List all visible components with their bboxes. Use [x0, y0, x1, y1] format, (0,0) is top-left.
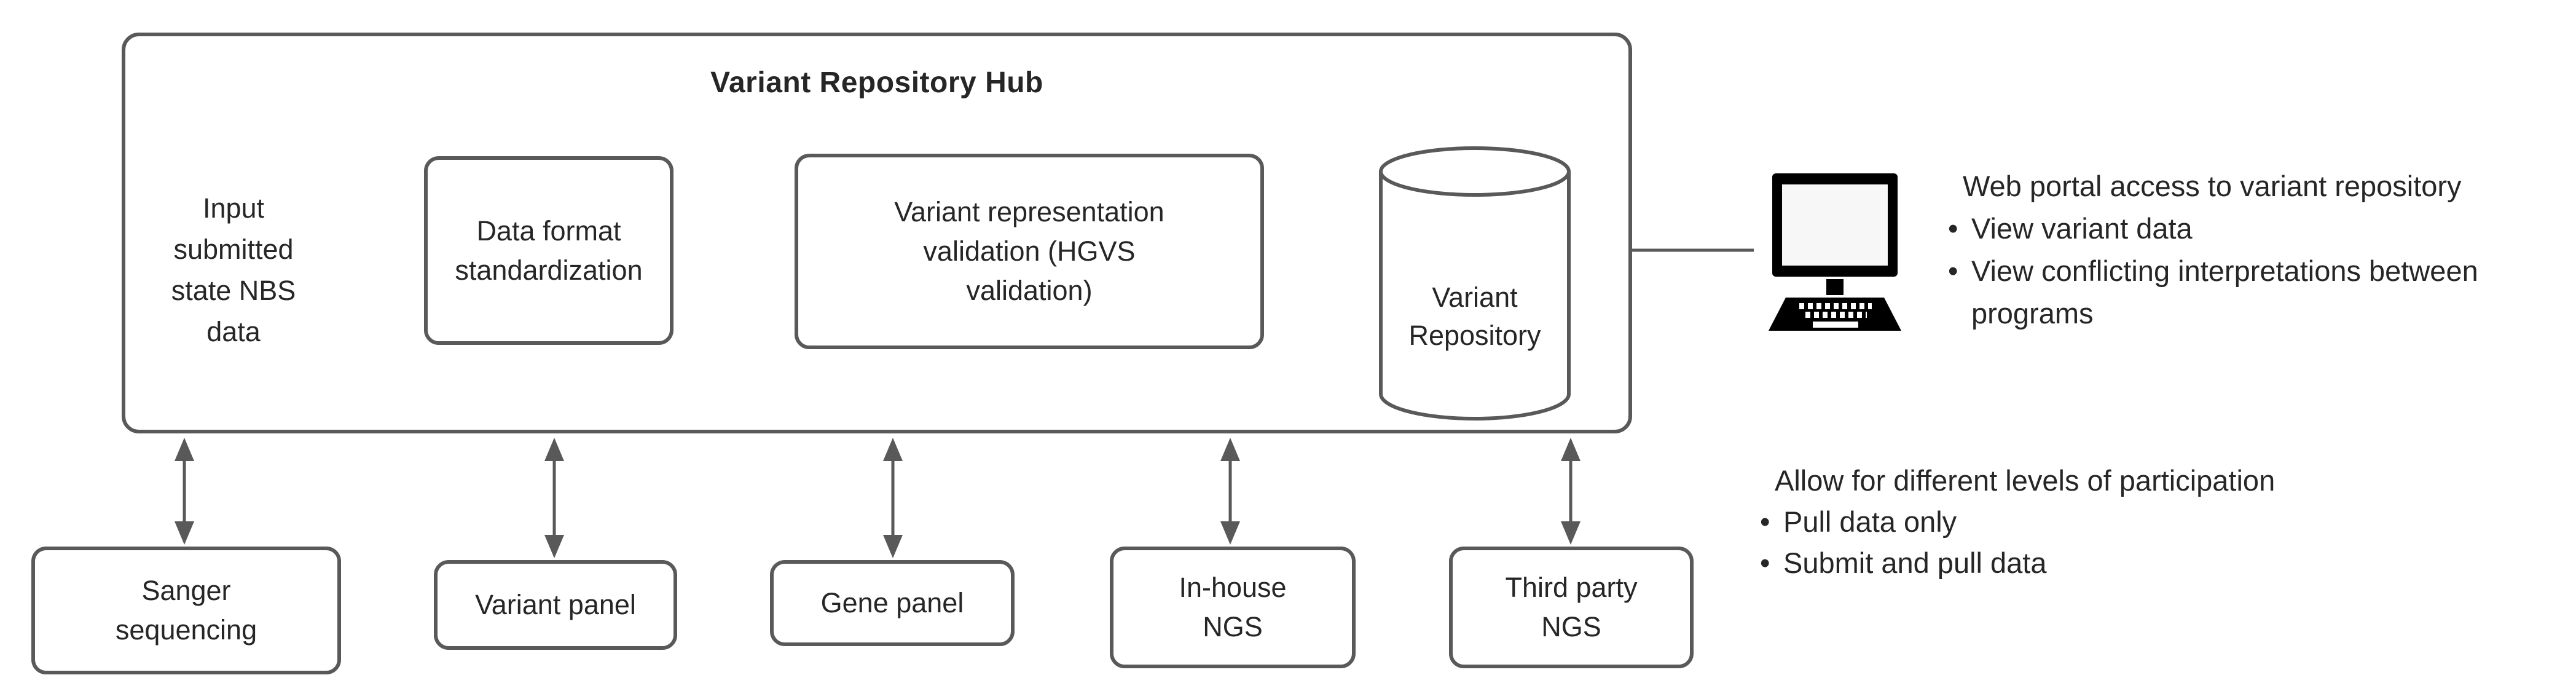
arrowhead-up-icon [175, 438, 194, 461]
web-portal-title: Web portal access to variant repository [1963, 170, 2462, 202]
arrowhead-down-icon [544, 535, 564, 558]
arrowhead-up-icon [1561, 438, 1581, 461]
variant-panel-node: Variant panel [434, 560, 677, 650]
database-cylinder-icon [1379, 146, 1571, 421]
desktop-computer-icon [1769, 173, 1901, 331]
arrowhead-up-icon [544, 438, 564, 461]
bullet-icon: • [1760, 547, 1770, 579]
participation-bullet: • Pull data only [1756, 501, 2555, 542]
arrowhead-up-icon [883, 438, 903, 461]
gene-panel-node: Gene panel [770, 560, 1015, 646]
bullet-text: View conflicting interpretations between… [1971, 255, 2478, 330]
bullet-icon: • [1948, 255, 1958, 287]
bullet-icon: • [1948, 212, 1958, 245]
participation-title: Allow for different levels of participat… [1775, 464, 2276, 497]
arrowhead-down-icon [1220, 521, 1240, 545]
arrowhead-down-icon [883, 535, 903, 558]
participation-bullet: • Submit and pull data [1756, 542, 2555, 583]
web-portal-bullet: • View variant data [1944, 207, 2576, 250]
web-portal-bullet: • View conflicting interpretations betwe… [1944, 250, 2576, 334]
node-label: Gene panel [820, 587, 964, 618]
web-portal-notes: Web portal access to variant repository … [1944, 165, 2576, 334]
participation-notes: Allow for different levels of participat… [1756, 460, 2555, 583]
arrowhead-down-icon [1561, 521, 1581, 545]
bullet-text: View variant data [1971, 212, 2193, 245]
arrowhead-down-icon [175, 521, 194, 545]
bullet-text: Pull data only [1783, 505, 1957, 538]
bullet-text: Submit and pull data [1783, 547, 2047, 579]
hub-title: Variant Repository Hub [710, 66, 1043, 99]
arrowhead-up-icon [1220, 438, 1240, 461]
bullet-icon: • [1760, 505, 1770, 538]
node-label: Variant panel [475, 589, 636, 620]
